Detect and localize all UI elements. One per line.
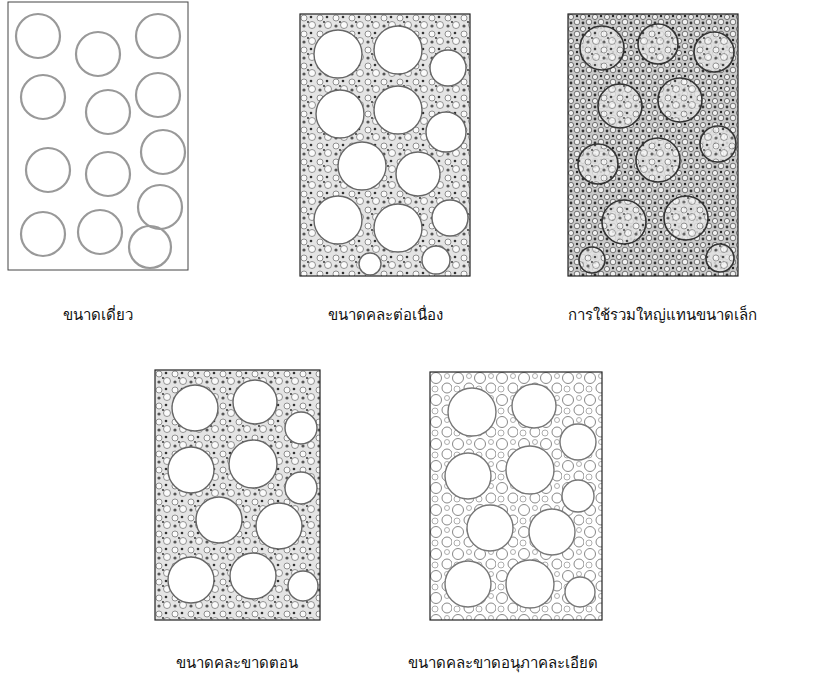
continuous-grading-panel bbox=[300, 14, 470, 276]
gap-grading-panel bbox=[155, 370, 320, 620]
panel-caption: ขนาดคละต่อเนื่อง bbox=[328, 306, 443, 326]
panel-caption: ขนาดคละขาดอนุภาคละเอียด bbox=[408, 654, 598, 674]
single-size-panel bbox=[8, 2, 188, 270]
panel-caption: ขนาดคละขาดตอน bbox=[176, 654, 298, 674]
panel-caption: การใช้รวมใหญ่แทนขนาดเล็ก bbox=[568, 306, 757, 326]
no-fines-panel bbox=[430, 372, 602, 620]
oversize-replacement-panel bbox=[568, 14, 738, 276]
panel-caption: ขนาดเดี่ยว bbox=[63, 306, 133, 326]
